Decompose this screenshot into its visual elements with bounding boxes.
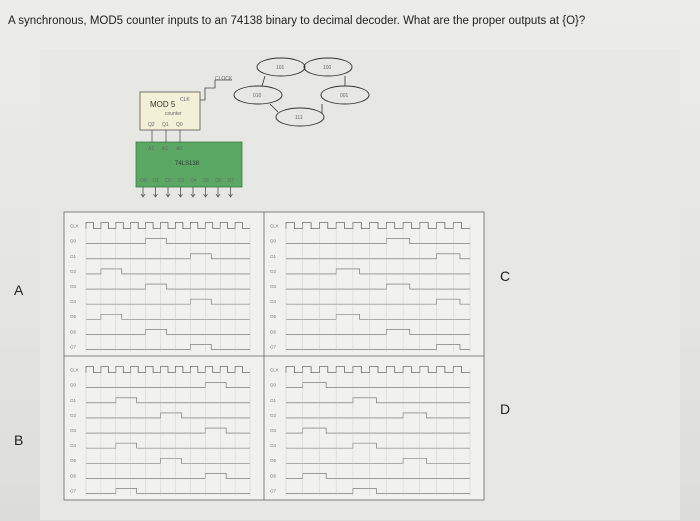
decoder-label: 74LS138: [175, 161, 200, 167]
option-b-signal-o1: O1: [70, 398, 77, 403]
decoder-out-o5: O5: [203, 178, 210, 184]
option-d-signal-o1: O1: [270, 398, 277, 403]
clock-label: CLOCK: [215, 76, 233, 82]
mod5-counter-box: [139, 91, 201, 131]
option-c-signal-o4: O4: [270, 299, 277, 304]
option-b-signal-o0: O0: [70, 383, 77, 388]
counter-clk-label: CLK: [180, 97, 190, 103]
option-d-signal-o6: O6: [270, 473, 277, 478]
option-a-signal-clk: CLK: [70, 224, 79, 229]
counter-out-q1: Q1: [162, 122, 169, 128]
option-c-signal-o5: O5: [270, 314, 277, 319]
option-a-signal-o2: O2: [70, 269, 77, 274]
option-c-signal-clk: CLK: [270, 224, 279, 229]
option-b-signal-o4: O4: [70, 443, 77, 448]
option-a-signal-o7: O7: [70, 344, 77, 349]
counter-label: MOD 5: [150, 100, 176, 109]
option-c-signal-o3: O3: [270, 284, 277, 289]
option-b-signal-o5: O5: [70, 458, 77, 463]
decoder-box: [135, 141, 243, 188]
decoder-out-o6: O6: [215, 178, 222, 184]
state-label-101: 101: [276, 65, 285, 71]
option-b-signal-o7: O7: [70, 488, 77, 493]
option-b-signal-o3: O3: [70, 428, 77, 433]
option-a-signal-o6: O6: [70, 329, 77, 334]
state-111: [275, 107, 325, 127]
option-d-signal-o4: O4: [270, 443, 277, 448]
counter-out-q2: Q2: [148, 122, 155, 128]
option-b-signal-o6: O6: [70, 473, 77, 478]
option-c-signal-o0: O0: [270, 239, 277, 244]
option-d-signal-o2: O2: [270, 413, 277, 418]
option-b-signal-o2: O2: [70, 413, 77, 418]
waveform-panels: CLKO0O1O2O3O4O5O6O7CLKO0O1O2O3O4O5O6O7CL…: [70, 222, 471, 496]
decoder-out-o4: O4: [190, 178, 197, 184]
decoder-in-a0: A0: [176, 146, 182, 152]
decoder-out-o7: O7: [228, 178, 235, 184]
option-b-label: B: [14, 432, 24, 448]
option-a-signal-o5: O5: [70, 314, 77, 319]
option-d-label: D: [500, 401, 511, 417]
state-label-001: 001: [340, 93, 349, 99]
decoder-in-a2: A2: [148, 146, 154, 152]
option-d-signal-o7: O7: [270, 488, 277, 493]
counter-sub-label: counter: [165, 111, 182, 117]
option-c-signal-o2: O2: [270, 269, 277, 274]
decoder-in-a1: A1: [162, 146, 168, 152]
option-d-signal-o3: O3: [270, 428, 277, 433]
option-a-signal-o1: O1: [70, 254, 77, 259]
decoder-out-o0: O0: [140, 178, 147, 184]
state-diagram: 101 100 010 001 111: [233, 57, 370, 127]
option-d-signal-o0: O0: [270, 383, 277, 388]
state-label-111: 111: [295, 115, 303, 121]
counter-out-q0: Q0: [176, 122, 183, 128]
state-010: [233, 85, 283, 105]
state-label-010: 010: [253, 93, 262, 99]
option-d-signal-o5: O5: [270, 458, 277, 463]
option-b-signal-clk: CLK: [70, 368, 79, 373]
option-c-label: C: [500, 268, 511, 284]
option-a-signal-o0: O0: [70, 239, 77, 244]
decoder-outputs: O0 O1 O2 O3 O4 O5 O6 O7: [140, 178, 235, 198]
decoder-out-o1: O1: [153, 178, 160, 184]
option-d-signal-clk: CLK: [270, 368, 279, 373]
question-text: A synchronous, MOD5 counter inputs to an…: [8, 15, 586, 27]
option-a-signal-o3: O3: [70, 284, 77, 289]
option-c-signal-o1: O1: [270, 254, 277, 259]
option-c-signal-o7: O7: [270, 344, 277, 349]
option-a-signal-o4: O4: [70, 299, 77, 304]
option-c-signal-o6: O6: [270, 329, 277, 334]
decoder-out-o2: O2: [165, 178, 172, 184]
state-label-100: 100: [323, 65, 332, 71]
option-a-label: A: [14, 282, 24, 298]
decoder-out-o3: O3: [178, 178, 185, 184]
